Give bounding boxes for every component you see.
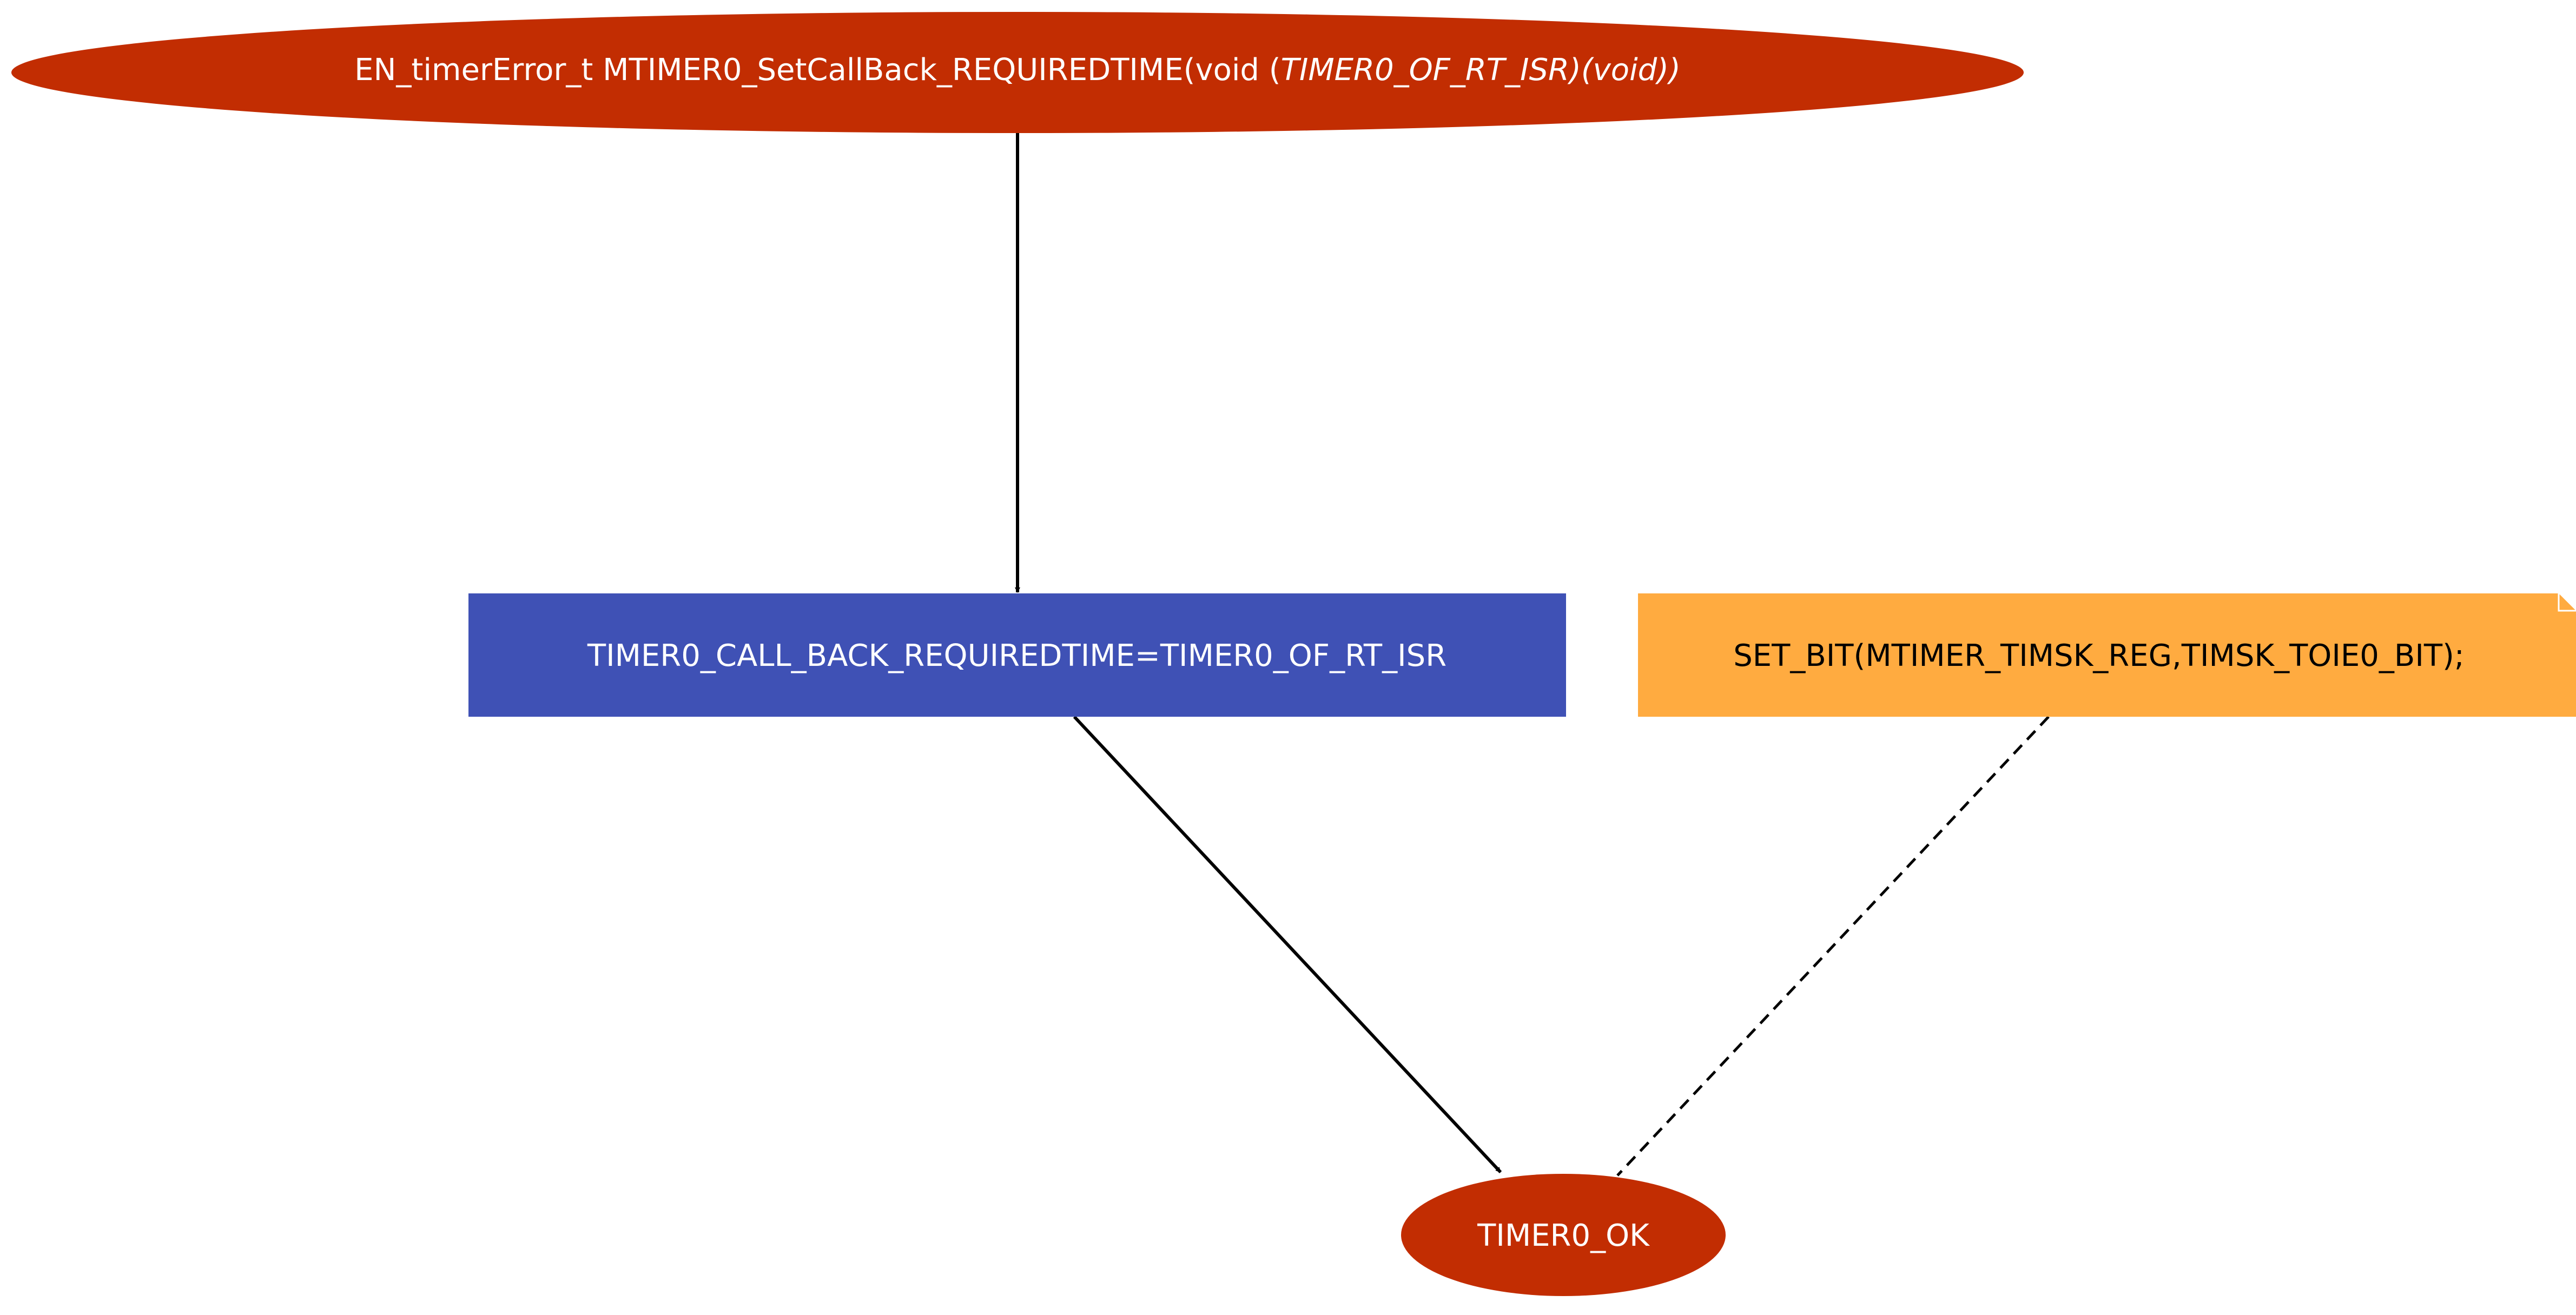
start-node-label: EN_timerError_t MTIMER0_SetCallBack_REQU… (354, 52, 1681, 88)
note-node-label: SET_BIT(MTIMER_TIMSK_REG,TIMSK_TOIE0_BIT… (1733, 638, 2465, 673)
start-node-label-plain: EN_timerError_t MTIMER0_SetCallBack_REQU… (354, 52, 1281, 88)
note-fold (2558, 593, 2576, 612)
start-node-shape (11, 12, 2024, 133)
assign-node-label: TIMER0_CALL_BACK_REQUIREDTIME=TIMER0_OF_… (587, 638, 1446, 673)
start-node: EN_timerError_t MTIMER0_SetCallBack_REQU… (11, 12, 2024, 133)
end-node: TIMER0_OK (1401, 1174, 1726, 1296)
end-node-shape (1401, 1174, 1726, 1296)
end-node-label: TIMER0_OK (1477, 1218, 1650, 1253)
note-node: SET_BIT(MTIMER_TIMSK_REG,TIMSK_TOIE0_BIT… (1638, 593, 2576, 717)
assign-node: TIMER0_CALL_BACK_REQUIREDTIME=TIMER0_OF_… (468, 593, 1566, 717)
assign-node-shape (468, 593, 1566, 717)
start-node-label-italic: TIMER0_OF_RT_ISR)(void)) (1281, 52, 1681, 88)
edge-note-to-end (1616, 716, 2050, 1177)
note-node-shape (1638, 593, 2576, 717)
edge-assign-to-end (1073, 715, 1502, 1174)
